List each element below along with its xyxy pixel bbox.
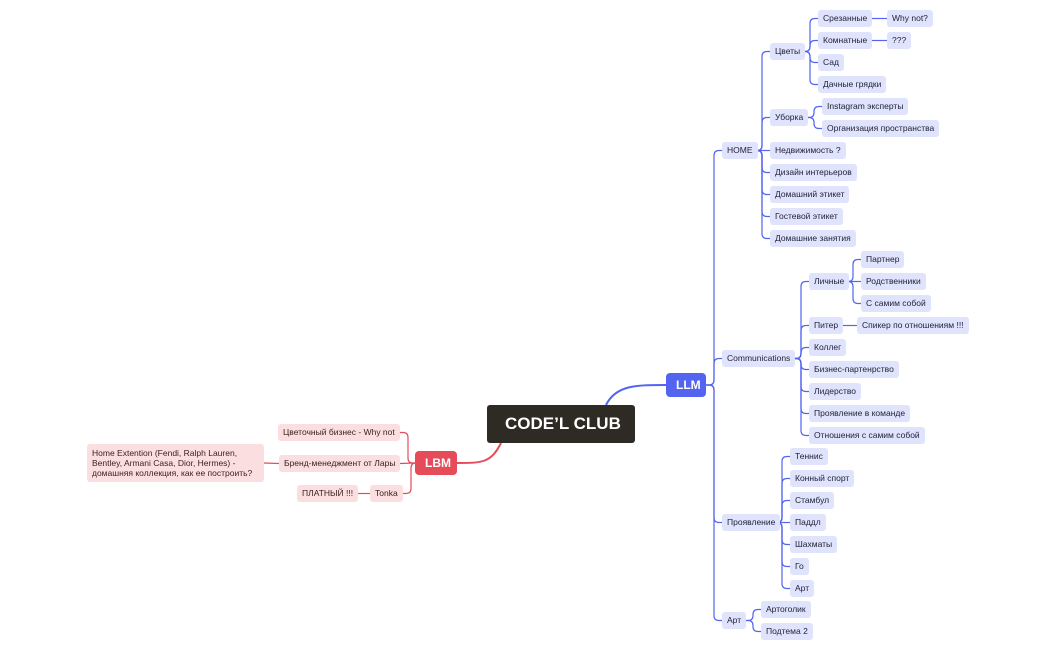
question-node[interactable]: ??? — [887, 32, 912, 49]
guest-etiquette-node[interactable]: Гостевой этикет — [770, 208, 843, 225]
connector-llm-node-communications-node — [706, 357, 722, 386]
connector-personal-node-self-node — [847, 280, 861, 305]
partner-node[interactable]: Партнер — [861, 251, 905, 268]
root-node[interactable]: CODE’L CLUB — [487, 405, 635, 443]
why-not-node[interactable]: Why not? — [887, 10, 933, 27]
connector-home-node-interior-design-node — [756, 149, 770, 174]
llm-node[interactable]: LLM — [666, 373, 706, 397]
connector-flowers-node-garden-node — [804, 50, 818, 64]
stambul-node[interactable]: Стамбул — [790, 492, 835, 509]
indoor-flowers-node[interactable]: Комнатные — [818, 32, 873, 49]
connector-brand-management-node-home-extension-node — [263, 462, 280, 465]
colleg-node[interactable]: Коллег — [809, 339, 847, 356]
flowers-node[interactable]: Цветы — [770, 43, 806, 60]
cleaning-node[interactable]: Уборка — [770, 109, 809, 126]
connector-expression-node-tennis-node — [776, 455, 790, 524]
go-node[interactable]: Го — [790, 558, 809, 575]
connector-lbm-node-flower-business-node — [400, 431, 415, 464]
connector-lbm-node-brand-management-node — [399, 462, 416, 465]
artoholic-node[interactable]: Артоголик — [761, 601, 811, 618]
speaker-node[interactable]: Спикер по отношениям !!! — [857, 317, 969, 334]
connector-communications-node-business-partnership-node — [795, 357, 809, 371]
chess-node[interactable]: Шахматы — [790, 536, 838, 553]
business-partnership-node[interactable]: Бизнес-партенрство — [809, 361, 899, 378]
flower-business-node[interactable]: Цветочный бизнес - Why not — [278, 424, 400, 441]
relatives-node[interactable]: Родственники — [861, 273, 926, 290]
connector-flowers-node-indoor-flowers-node — [804, 39, 818, 53]
horse-riding-node[interactable]: Конный спорт — [790, 470, 855, 487]
garden-node[interactable]: Сад — [818, 54, 844, 71]
paddle-node[interactable]: Паддл — [790, 514, 826, 531]
connector-llm-node-art-node — [706, 384, 722, 622]
expression-node[interactable]: Проявление — [722, 514, 781, 531]
garden-beds-node[interactable]: Дачные грядки — [818, 76, 887, 93]
home-node[interactable]: HOME — [722, 142, 758, 159]
connector-communications-node-piter-node — [795, 324, 809, 360]
interior-design-node[interactable]: Дизайн интерьеров — [770, 164, 857, 181]
art-node[interactable]: Арт — [722, 612, 747, 629]
paid-node[interactable]: ПЛАТНЫЙ !!! — [297, 485, 359, 502]
tennis-node[interactable]: Теннис — [790, 448, 828, 465]
team-expression-node[interactable]: Проявление в команде — [809, 405, 911, 422]
realty-node[interactable]: Недвижимость ? — [770, 142, 846, 159]
instagram-experts-node[interactable]: Instagram эксперты — [822, 98, 909, 115]
connector-art-node-artoholic-node — [746, 608, 761, 622]
home-activities-node[interactable]: Домашние занятия — [770, 230, 856, 247]
connector-communications-node-self-relations-node — [795, 357, 809, 437]
lbm-node[interactable]: LBM — [415, 451, 457, 475]
connector-communications-node-team-expression-node — [795, 357, 809, 415]
connector-cleaning-node-space-organization-node — [808, 116, 822, 130]
connector-home-node-home-activities-node — [756, 149, 770, 240]
leadership-node[interactable]: Лидерство — [809, 383, 862, 400]
connector-expression-node-expression-art-node — [776, 521, 790, 590]
connector-communications-node-colleg-node — [795, 346, 809, 360]
self-relations-node[interactable]: Отношения с самим собой — [809, 427, 925, 444]
subtopic-2-node[interactable]: Подтема 2 — [761, 623, 813, 640]
connector-root-llm — [605, 384, 667, 406]
brand-management-node[interactable]: Бренд-менеджмент от Лары — [279, 455, 401, 472]
home-extension-node[interactable]: Home Extention (Fendi, Ralph Lauren, Ben… — [87, 444, 264, 482]
home-etiquette-node[interactable]: Домашний этикет — [770, 186, 850, 203]
connector-llm-node-home-node — [706, 149, 722, 386]
connector-art-node-subtopic-2-node — [746, 619, 761, 633]
cut-flowers-node[interactable]: Срезанные — [818, 10, 873, 27]
connector-lbm-node-tonka-node — [403, 462, 417, 495]
connector-home-node-guest-etiquette-node — [756, 149, 770, 218]
connector-cleaning-node-instagram-experts-node — [808, 105, 822, 119]
connector-flowers-node-garden-beds-node — [804, 50, 818, 86]
expression-art-node[interactable]: Арт — [790, 580, 815, 597]
personal-node[interactable]: Личные — [809, 273, 850, 290]
connector-home-node-cleaning-node — [756, 116, 770, 152]
connector-personal-node-partner-node — [847, 258, 861, 283]
piter-node[interactable]: Питер — [809, 317, 844, 334]
space-organization-node[interactable]: Организация пространства — [822, 120, 940, 137]
connector-root-lbm — [456, 442, 502, 464]
connector-flowers-node-cut-flowers-node — [804, 17, 818, 53]
communications-node[interactable]: Communications — [722, 350, 796, 367]
tonka-node[interactable]: Tonka — [370, 485, 403, 502]
self-node[interactable]: С самим собой — [861, 295, 931, 312]
connector-communications-node-leadership-node — [795, 357, 809, 393]
connector-home-node-flowers-node — [756, 50, 770, 152]
